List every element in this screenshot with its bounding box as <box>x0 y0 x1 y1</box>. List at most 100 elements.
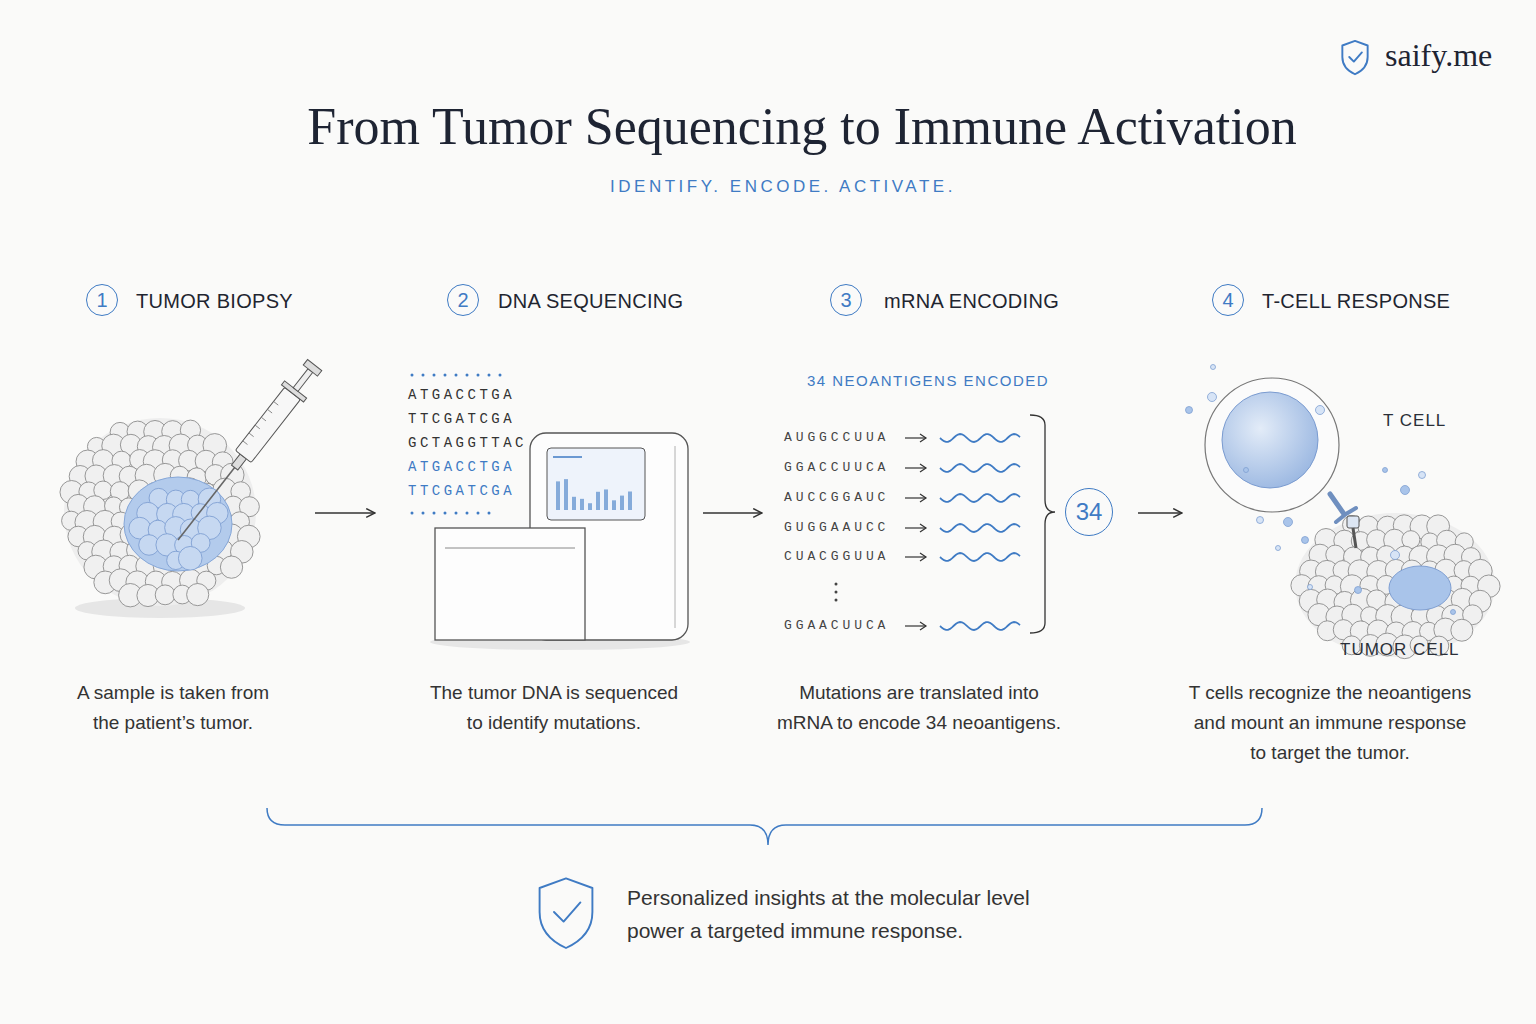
tumor-cell-bump <box>1367 560 1390 583</box>
screen-bar <box>596 492 600 510</box>
row-arrowhead <box>920 524 926 532</box>
cytokine-dot <box>1211 365 1216 370</box>
tumor-cell-bump <box>1437 530 1457 550</box>
tumor-bump <box>87 437 105 455</box>
tumor-cell-bump <box>1463 605 1483 625</box>
tumor-bump <box>171 526 189 544</box>
row-arrowhead <box>920 464 926 472</box>
immune-illustration <box>1186 365 1501 659</box>
process-step: 2DNA SEQUENCINGThe tumor DNA is sequence… <box>378 278 700 748</box>
row-arrow <box>905 527 926 528</box>
tumor-bump <box>197 540 215 558</box>
check-mark <box>554 902 580 921</box>
tumor-bump <box>187 583 209 605</box>
tumor-cell-bump <box>1315 529 1337 551</box>
tumor-bump <box>103 465 125 487</box>
tumor-bump <box>145 482 164 501</box>
tumor-cell-bump <box>1326 606 1348 628</box>
graduation <box>255 425 260 429</box>
tumor-bump <box>110 482 129 501</box>
tumor-cell-bump <box>1392 576 1412 596</box>
sequence-dot <box>455 512 458 515</box>
tumor-cell-bump <box>1402 590 1423 611</box>
tumor-cell-bump <box>1420 622 1438 640</box>
process-step: 3 mRNA ENCODING Mutations are translated i… <box>765 278 1135 748</box>
tumor-bump <box>111 512 130 531</box>
tumor-cell-bump <box>1308 604 1330 626</box>
screen-bar <box>620 496 624 510</box>
tumor-bump <box>130 450 150 470</box>
step-heading: mRNA ENCODING <box>884 289 1059 313</box>
tumor-cell-bump <box>1300 560 1323 583</box>
tumor-bump <box>186 554 210 578</box>
tumor-cell-bump <box>1434 618 1457 641</box>
tumor-bump <box>179 450 200 471</box>
tumor-cell-bump <box>1317 621 1337 641</box>
tumor-bump <box>207 556 225 574</box>
tumor-cell-bump <box>1393 515 1415 537</box>
tumor-cell-bump <box>1461 548 1480 567</box>
syringe-barrel <box>235 387 300 462</box>
needle <box>178 468 235 540</box>
tumor-bump <box>119 555 140 576</box>
tumor-cell-bump <box>1451 619 1473 641</box>
tumor-cell-bump <box>1435 559 1457 581</box>
tumor-bump <box>136 525 159 548</box>
sequence-dot <box>477 512 480 515</box>
sequence-dot <box>455 374 458 377</box>
tumor-cell-bump <box>1386 622 1407 643</box>
count-circle: 34 <box>1065 488 1113 536</box>
tumor-bump <box>211 510 232 531</box>
tumor-bump <box>119 466 139 486</box>
tumor-bump <box>220 556 242 578</box>
mrna-sequence: GGACCUUCA <box>784 459 889 477</box>
tumor-cell-bump <box>1377 546 1397 566</box>
cytokine-dot <box>1401 486 1410 495</box>
step-description: The tumor DNA is sequenced to identify m… <box>424 678 684 738</box>
row-arrowhead <box>920 622 926 630</box>
cytokine-dot <box>1355 587 1362 594</box>
tumor-bump <box>153 436 176 459</box>
tumor-bump <box>127 421 148 442</box>
cytokine-dot <box>1284 518 1293 527</box>
tumor-bump <box>239 497 259 517</box>
tumor-cell-bump <box>1409 546 1432 569</box>
tumor-cell-bump <box>1361 607 1379 625</box>
tumor-bump <box>203 524 225 546</box>
tumor-bump <box>67 494 88 515</box>
step-number: 3 <box>830 284 862 316</box>
cytokine-dot <box>1276 546 1281 551</box>
tumor-bump <box>78 542 96 560</box>
tower-edge <box>675 446 676 628</box>
tagline: IDENTIFY. ENCODE. ACTIVATE. <box>610 177 956 197</box>
graduation <box>267 409 272 413</box>
ellipsis-dot <box>835 583 838 586</box>
step-description: A sample is taken from the patient’s tum… <box>68 678 278 738</box>
tumor-bump <box>197 571 216 590</box>
tumor-cell-bump <box>1291 575 1313 597</box>
graduation <box>243 441 248 445</box>
graduation <box>274 401 279 405</box>
mrna-sequence: AUGGCCUUA <box>784 429 889 447</box>
section-label: 34 NEOANTIGENS ENCODED <box>807 371 1049 391</box>
tumor-bump <box>180 420 200 440</box>
row-arrow <box>905 625 926 626</box>
cytokine-dot <box>1451 610 1456 615</box>
tumor-core-bump <box>198 488 221 511</box>
sequence-dot <box>466 374 469 377</box>
tumor-cell-bump <box>1427 545 1451 569</box>
check-mark <box>1349 52 1362 61</box>
tumor-cell-bump <box>1401 560 1422 581</box>
tumor-cell-base <box>1295 513 1495 657</box>
screen-bar <box>556 481 560 510</box>
logo-shield <box>1342 41 1367 74</box>
screen-bar <box>612 500 616 510</box>
tumor-bump <box>178 478 201 501</box>
tumor-bump <box>172 497 193 518</box>
tumor-cell-bump <box>1402 531 1420 549</box>
step-description: Mutations are translated into mRNA to en… <box>774 678 1064 738</box>
tumor-core-bump <box>180 519 202 541</box>
tumor-cell-bump <box>1367 530 1387 550</box>
tumor-bump <box>84 496 106 518</box>
